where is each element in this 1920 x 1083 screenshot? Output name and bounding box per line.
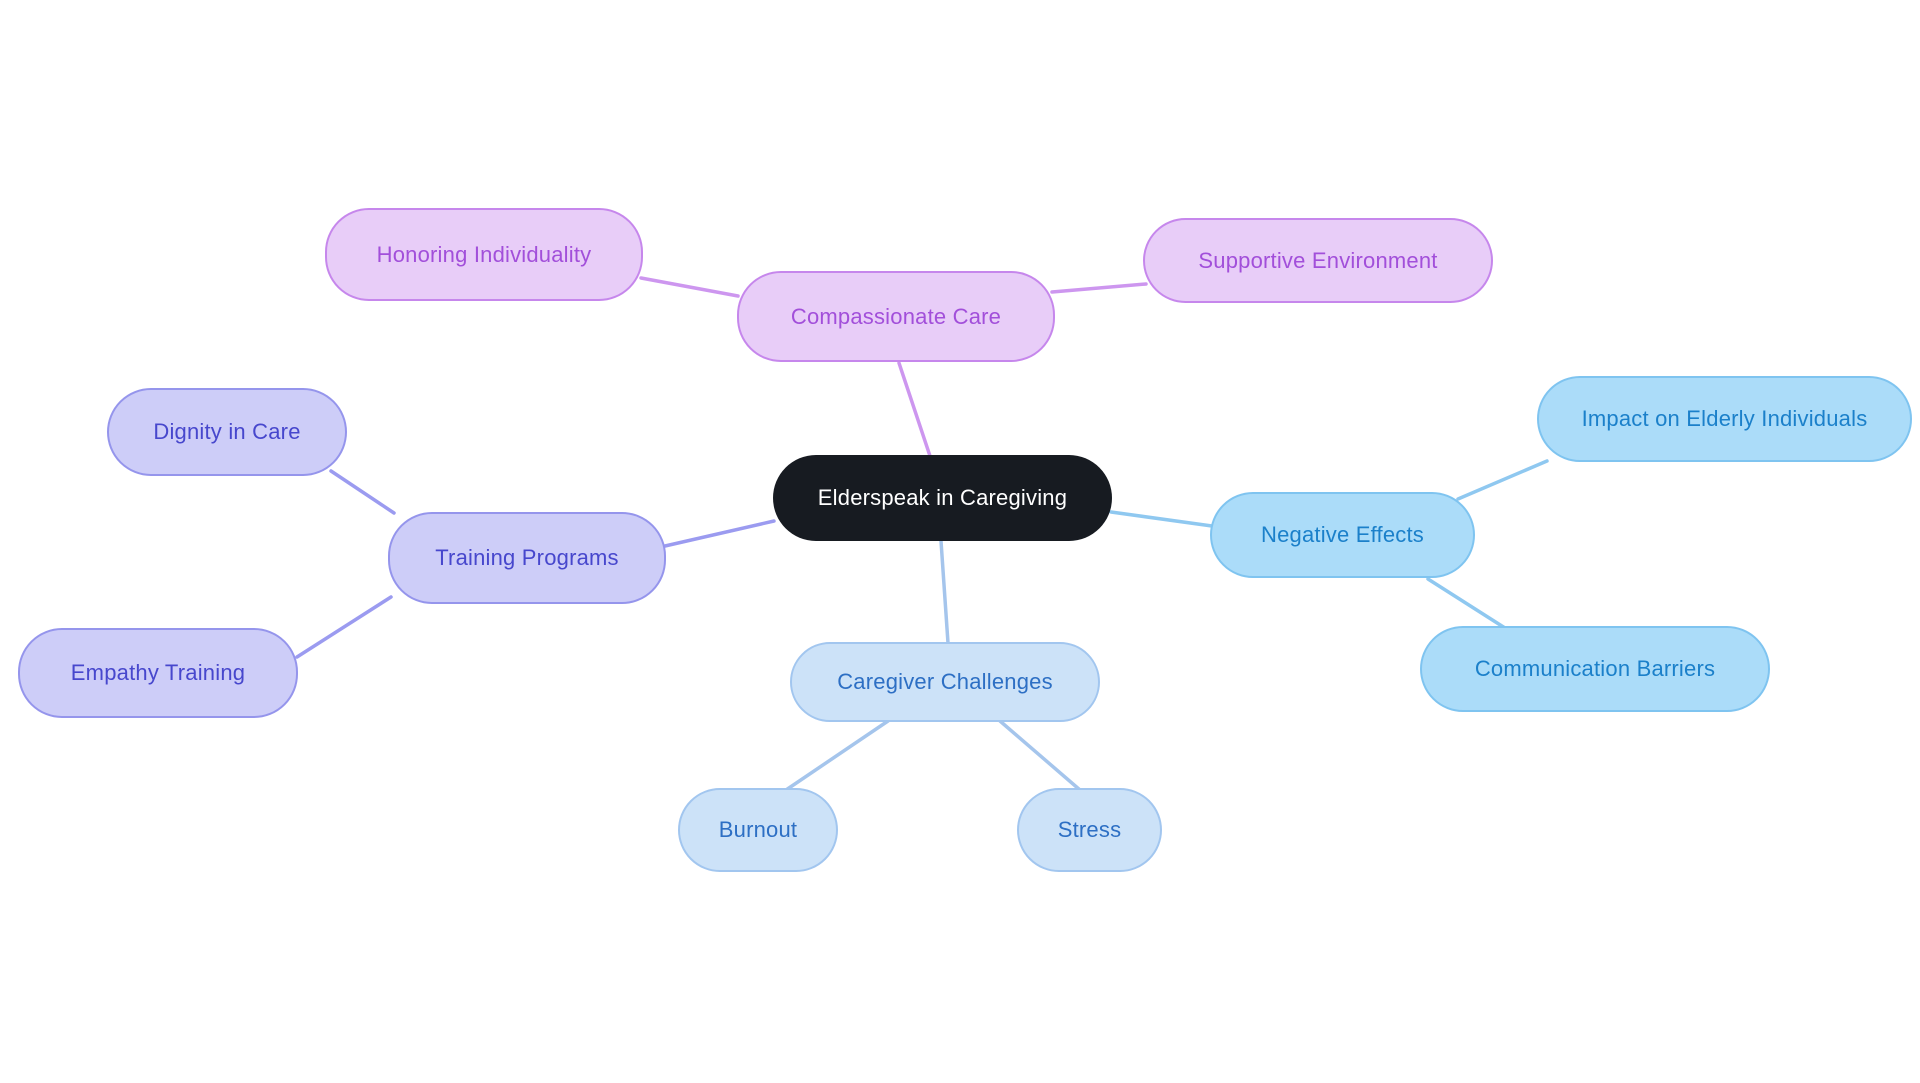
- node-dignity-in-care[interactable]: Dignity in Care: [107, 388, 347, 476]
- edge-training-programs-empathy-training: [295, 595, 393, 659]
- edge-caregiver-challenges-stress: [998, 719, 1082, 792]
- node-label: Negative Effects: [1261, 522, 1424, 547]
- edge-caregiver-challenges-burnout: [784, 719, 890, 792]
- node-label: Compassionate Care: [790, 303, 1002, 329]
- node-empathy-training[interactable]: Empathy Training: [18, 628, 298, 718]
- node-label: Training Programs: [435, 545, 619, 570]
- node-label: Stress: [1057, 817, 1122, 842]
- node-compassionate-care[interactable]: Compassionate Care: [737, 271, 1055, 362]
- node-supportive-environment[interactable]: Supportive Environment: [1143, 218, 1493, 303]
- node-burnout[interactable]: Burnout: [678, 788, 838, 872]
- node-communication-barriers[interactable]: Communication Barriers: [1420, 626, 1770, 712]
- node-label: Empathy Training: [70, 660, 246, 685]
- node-label: Caregiver Challenges: [837, 669, 1053, 694]
- node-caregiver-challenges[interactable]: Caregiver Challenges: [790, 642, 1100, 722]
- node-label: Honoring Individuality: [376, 241, 592, 267]
- edge-compassionate-care-honoring-individuality: [639, 276, 740, 298]
- node-training-programs[interactable]: Training Programs: [388, 512, 666, 604]
- edge-central-compassionate-care: [897, 361, 932, 458]
- edge-central-training-programs: [663, 519, 776, 548]
- node-impact-on-elderly-individuals[interactable]: Impact on Elderly Individuals: [1537, 376, 1912, 462]
- node-label: Dignity in Care: [153, 419, 301, 444]
- node-label: Supportive Environment: [1198, 247, 1438, 273]
- node-label: Burnout: [718, 817, 798, 842]
- node-honoring-individuality[interactable]: Honoring Individuality: [325, 208, 643, 301]
- edge-central-caregiver-challenges: [939, 539, 950, 645]
- edge-negative-effects-communication-barriers: [1426, 577, 1507, 630]
- edge-training-programs-dignity-in-care: [329, 469, 396, 515]
- node-central-elderspeak-in-caregiving[interactable]: Elderspeak in Caregiving: [773, 455, 1112, 541]
- node-label: Communication Barriers: [1474, 656, 1716, 681]
- node-negative-effects[interactable]: Negative Effects: [1210, 492, 1475, 578]
- node-label: Elderspeak in Caregiving: [817, 485, 1068, 510]
- edge-negative-effects-impact-on-elderly: [1456, 459, 1549, 501]
- node-stress[interactable]: Stress: [1017, 788, 1162, 872]
- edge-compassionate-care-supportive-environment: [1050, 282, 1148, 294]
- edge-central-negative-effects: [1109, 510, 1214, 528]
- node-label: Impact on Elderly Individuals: [1581, 406, 1868, 431]
